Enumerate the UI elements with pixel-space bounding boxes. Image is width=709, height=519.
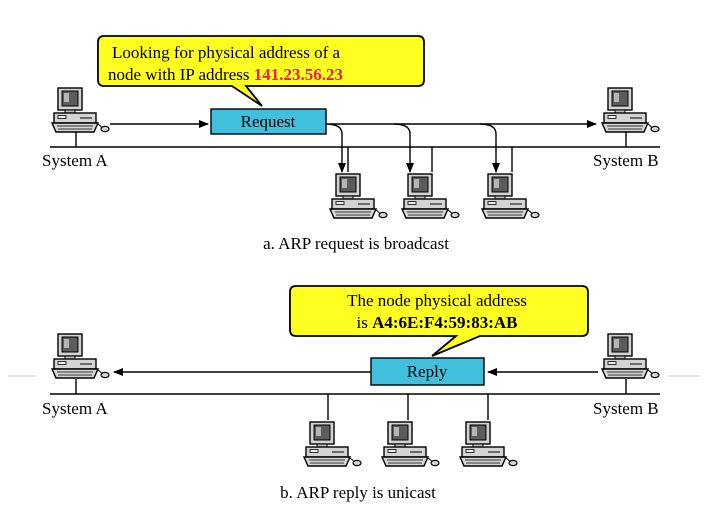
request-callout-prefix: node with IP address [108, 65, 254, 84]
caption-a: a. ARP request is broadcast [263, 234, 449, 253]
system-b-label-a: System B [593, 151, 659, 170]
request-message-box [210, 108, 327, 135]
reply-label: Reply [407, 362, 448, 381]
request-callout-line2: node with IP address 141.23.56.23 [108, 65, 343, 84]
request-label: Request [241, 112, 296, 131]
system-b-label-b: System B [593, 399, 659, 418]
computer-icon [381, 421, 440, 467]
computer-icon [303, 421, 362, 467]
computer-icon [481, 173, 540, 219]
computer-icon [51, 333, 110, 379]
reply-callout-prefix: is [356, 313, 372, 332]
reply-callout-line1: The node physical address [347, 291, 527, 310]
request-callout-line1: Looking for physical address of a [112, 43, 340, 62]
computer-icon [51, 87, 110, 133]
panel-a: Looking for physical address of a node w… [42, 35, 660, 253]
reply-callout-line2: is A4:6E:F4:59:83:AB [356, 313, 517, 332]
request-callout: Looking for physical address of a node w… [97, 35, 425, 107]
computer-icon [401, 173, 460, 219]
reply-message-box [370, 357, 485, 386]
computer-icon [601, 333, 660, 379]
computer-icon [459, 421, 518, 467]
computer-icon [601, 87, 660, 133]
computer-icon [329, 173, 388, 219]
panel-b: The node physical address is A4:6E:F4:59… [8, 285, 700, 502]
system-a-label-b: System A [42, 399, 108, 418]
caption-b: b. ARP reply is unicast [280, 483, 436, 502]
reply-callout: The node physical address is A4:6E:F4:59… [289, 285, 589, 357]
mac-address: A4:6E:F4:59:83:AB [372, 313, 517, 332]
ip-address: 141.23.56.23 [254, 65, 343, 84]
system-a-label-a: System A [42, 151, 108, 170]
